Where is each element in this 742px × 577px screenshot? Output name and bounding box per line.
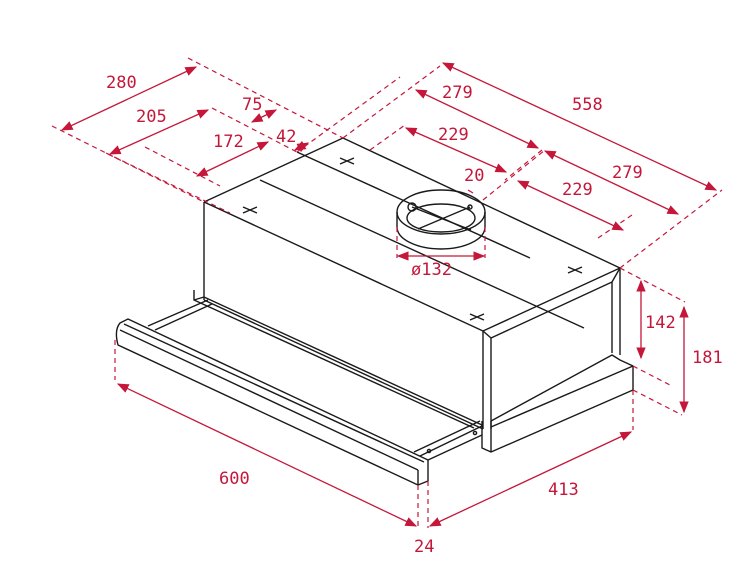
dim-label-600: 600 [219, 469, 250, 489]
dim-label-280: 280 [106, 73, 137, 93]
dim-label-279-top: 279 [442, 83, 473, 103]
dim-label-205: 205 [136, 107, 167, 127]
hood-body [203, 137, 634, 453]
dimension-arrows [60, 62, 718, 527]
dim-label-75: 75 [242, 95, 263, 115]
dim-label-229-top: 229 [438, 125, 469, 145]
screw-marks [242, 157, 583, 321]
extension-lines [51, 57, 723, 528]
dim-label-42: 42 [276, 127, 297, 147]
dim-label-229-right: 229 [562, 180, 593, 200]
dim-label-413: 413 [548, 480, 579, 500]
telescopic-drawer [115, 290, 483, 486]
exhaust-collar [396, 189, 486, 250]
dim-label-duct-diameter: ø132 [411, 260, 452, 280]
dim-label-172: 172 [213, 132, 244, 152]
dim-label-279-right: 279 [612, 163, 643, 183]
dim-label-20: 20 [464, 166, 485, 186]
dim-label-558: 558 [572, 95, 603, 115]
dim-label-181: 181 [692, 348, 723, 368]
dim-label-24: 24 [414, 537, 435, 557]
dim-label-142: 142 [645, 313, 676, 333]
